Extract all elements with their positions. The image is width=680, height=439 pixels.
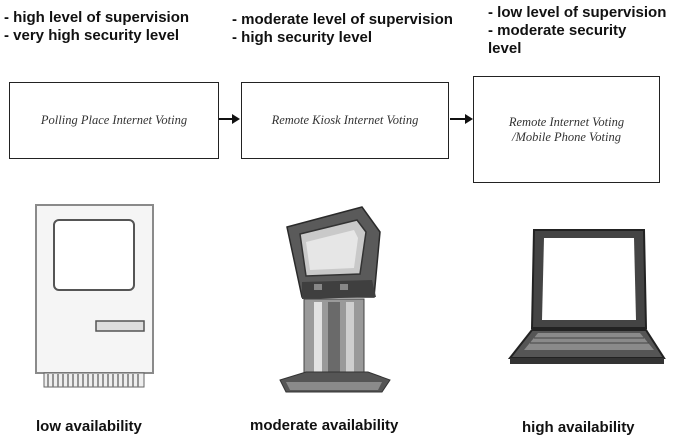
arrow-1 [219, 114, 240, 124]
stage3-security: - moderate security [488, 22, 627, 39]
stage1-supervision: - high level of supervision [4, 9, 190, 26]
caption-high-availability: high availability [522, 419, 635, 436]
box-remote-internet: Remote Internet Voting /Mobile Phone Vot… [473, 76, 660, 183]
desktop-computer-icon [35, 204, 154, 388]
stage2-notes: - moderate level of supervision - high s… [232, 11, 453, 47]
box-remote-kiosk: Remote Kiosk Internet Voting [241, 82, 449, 159]
stage1-security: - very high security level [4, 27, 180, 44]
kiosk-icon [279, 206, 391, 393]
caption-low-availability: low availability [36, 418, 142, 435]
stage2-supervision: - moderate level of supervision [232, 11, 453, 28]
arrow-2 [450, 114, 473, 124]
box-remote-kiosk-label: Remote Kiosk Internet Voting [271, 113, 419, 127]
box-polling-place: Polling Place Internet Voting [9, 82, 219, 159]
laptop-icon [507, 229, 666, 364]
stage3-security-cont: level [488, 40, 522, 57]
stage2-security: - high security level [232, 29, 373, 46]
stage1-notes: - high level of supervision - very high … [4, 9, 189, 45]
caption-moderate-availability: moderate availability [250, 417, 399, 434]
box-remote-internet-line1: Remote Internet Voting [508, 114, 625, 129]
stage3-supervision: - low level of supervision [488, 4, 667, 21]
box-remote-internet-line2: /Mobile Phone Voting [511, 129, 621, 144]
box-polling-place-label: Polling Place Internet Voting [40, 113, 188, 127]
stage3-notes: - low level of supervision - moderate se… [488, 4, 666, 58]
